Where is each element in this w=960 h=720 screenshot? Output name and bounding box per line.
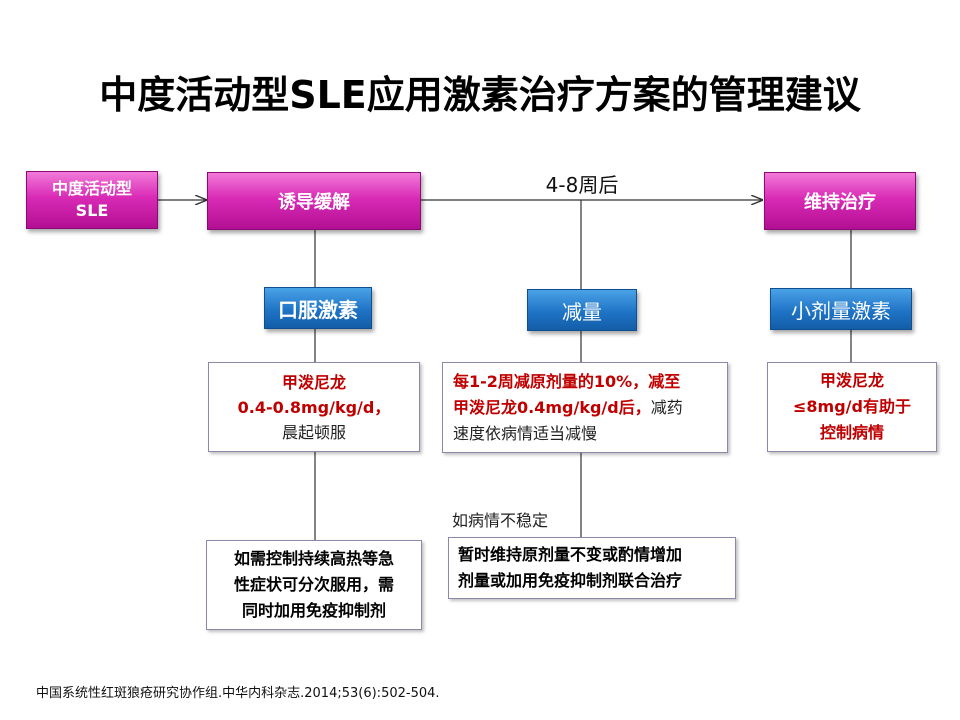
unstable-label: 如病情不稳定 [452,511,549,530]
low-dose-detail-box: 甲泼尼龙 ≤8mg/d有助于 控制病情 [767,362,937,452]
reduce-detail-line1: 每1-2周减原剂量的10%，减至 [453,371,681,391]
start-node-line2: SLE [75,201,109,220]
fever-note-line2: 性症状可分次服用，需 [233,575,394,594]
reduce-detail-line2-red: 甲泼尼龙0.4mg/kg/d后， [453,397,651,417]
oral-detail-line3: 晨起顿服 [281,422,346,442]
subhead-reduce: 减量 [527,289,637,331]
page-title: 中度活动型SLE应用激素治疗方案的管理建议 [99,73,861,117]
reduce-detail-line2-dark: 减药 [650,397,683,417]
fever-note-line1: 如需控制持续高热等急 [233,549,394,568]
reduce-detail-line3: 速度依病情适当减慢 [453,423,598,443]
subhead-oral-label: 口服激素 [278,297,358,322]
timing-label: 4-8周后 [545,173,619,197]
oral-detail-line2: 0.4-0.8mg/kg/d， [237,397,391,417]
low-detail-line1: 甲泼尼龙 [819,371,884,390]
unstable-detail-line2: 剂量或加用免疫抑制剂联合治疗 [458,571,683,590]
unstable-detail-line1: 暂时维持原剂量不变或酌情增加 [458,545,683,564]
subhead-reduce-label: 减量 [562,299,602,324]
reduce-detail-box: 每1-2周减原剂量的10%，减至 甲泼尼龙0.4mg/kg/d后，减药 速度依病… [442,362,728,453]
subhead-low-dose: 小剂量激素 [770,288,912,330]
oral-detail-box: 甲泼尼龙 0.4-0.8mg/kg/d， 晨起顿服 [208,362,420,452]
induction-label: 诱导缓解 [278,192,350,213]
oral-detail-line1: 甲泼尼龙 [281,372,346,392]
induction-node: 诱导缓解 [207,172,421,230]
fever-note-box: 如需控制持续高热等急 性症状可分次服用，需 同时加用免疫抑制剂 [206,540,422,630]
subhead-low-label: 小剂量激素 [791,298,891,323]
start-node-line1: 中度活动型 [51,179,132,198]
start-node: 中度活动型 SLE [26,171,158,229]
low-detail-line2: ≤8mg/d有助于 [793,397,911,416]
low-detail-line3: 控制病情 [819,423,884,442]
unstable-detail-box: 暂时维持原剂量不变或酌情增加 剂量或加用免疫抑制剂联合治疗 [448,537,736,599]
subhead-oral-steroid: 口服激素 [264,287,372,329]
maintenance-label: 维持治疗 [804,192,876,213]
citation: 中国系统性红斑狼疮研究协作组.中华内科杂志.2014;53(6):502-504… [36,686,440,701]
fever-note-line3: 同时加用免疫抑制剂 [241,601,386,620]
maintenance-node: 维持治疗 [764,172,916,230]
